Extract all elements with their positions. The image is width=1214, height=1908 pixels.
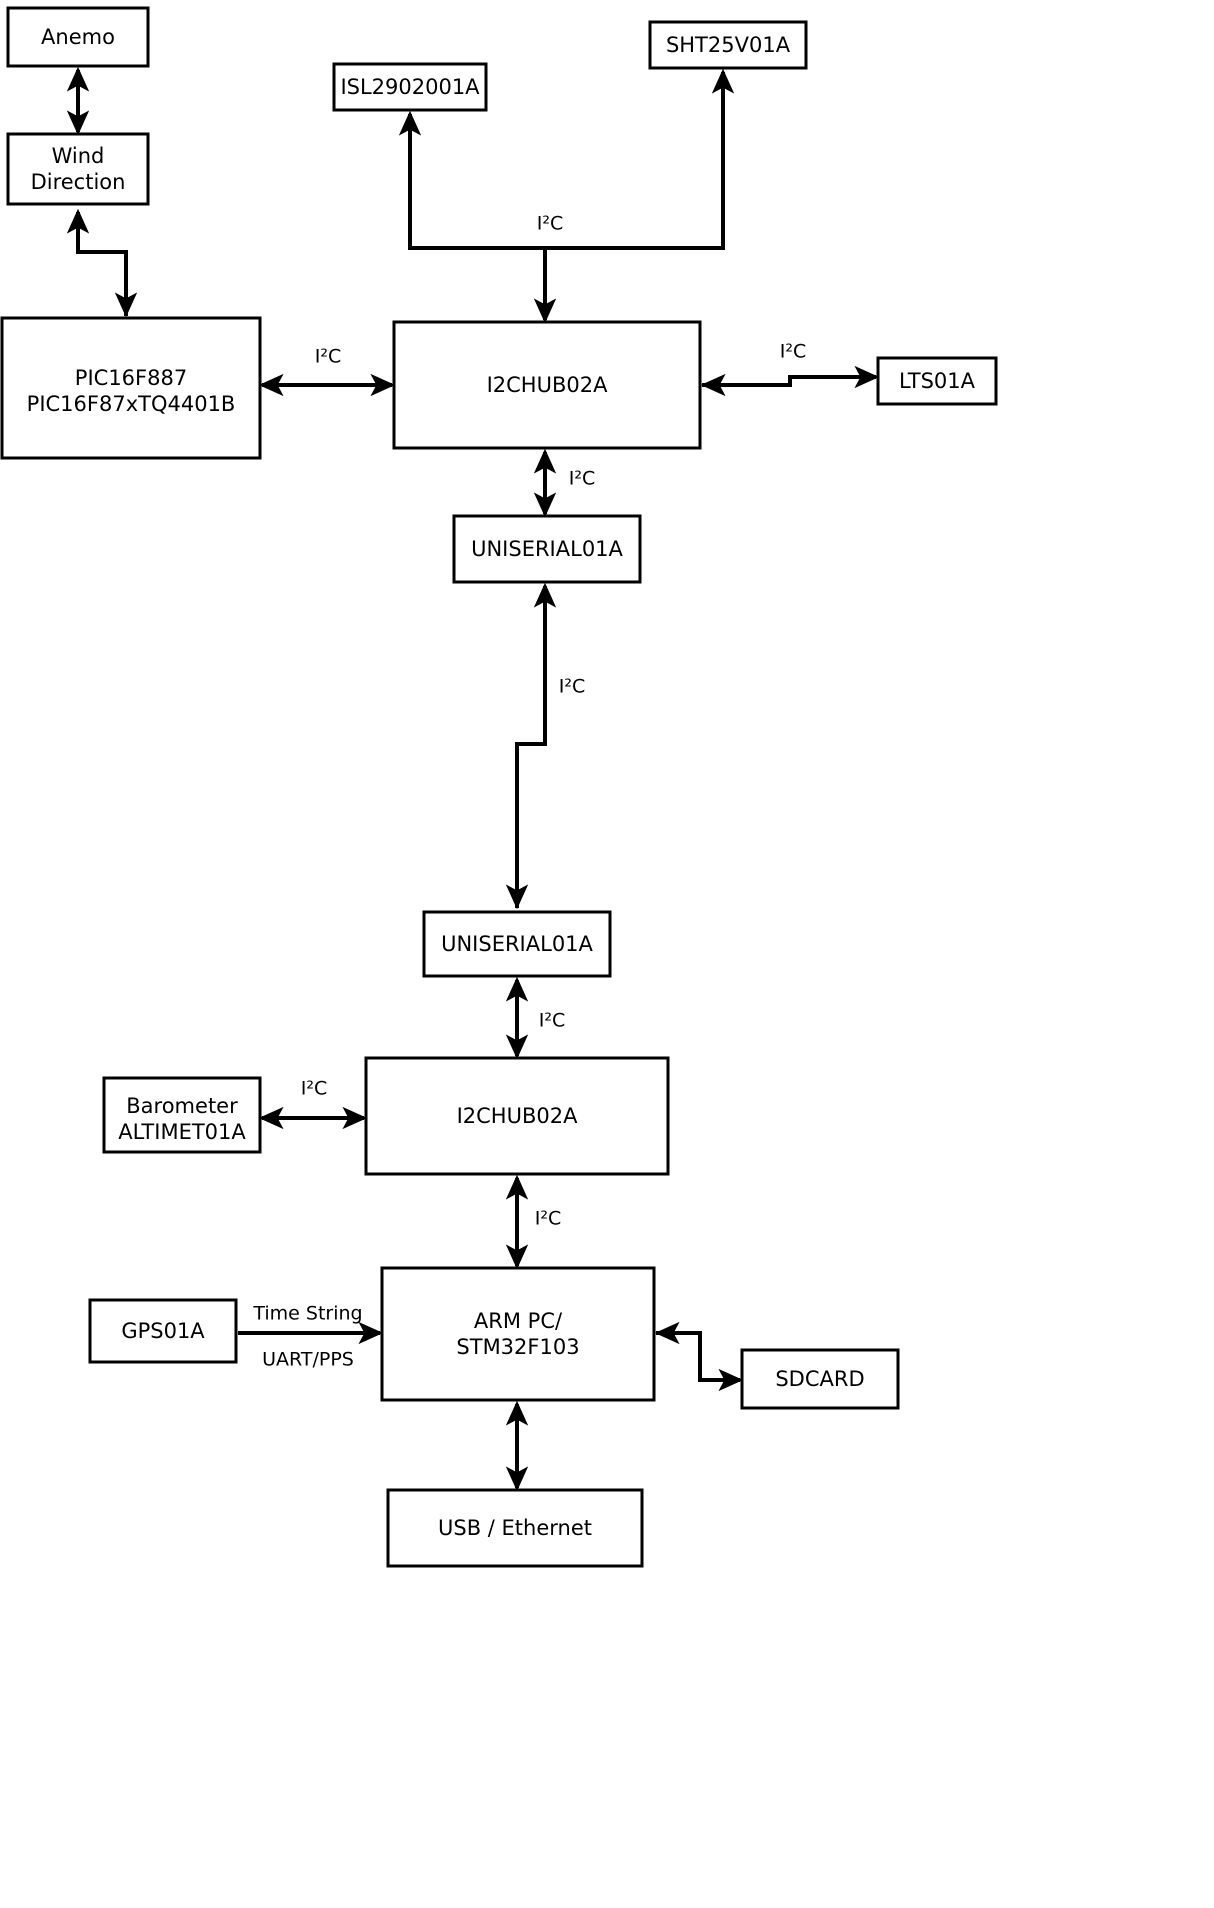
arrow-left-hub: [700, 373, 874, 397]
node-i2chub02a-top-rect[interactable]: [392, 320, 702, 450]
label-i2c-pic-hub: I²C: [315, 346, 342, 368]
node-barometer-altimet01a-rect[interactable]: [102, 1076, 262, 1154]
label-uart-pps: UART/PPS: [262, 1349, 354, 1371]
label-i2c-uniserial-uniserial: I²C: [559, 676, 586, 698]
edge-i2chub-to-lts01a: [700, 365, 880, 397]
node-usb-ethernet[interactable]: USB / Ethernet: [386, 1488, 644, 1568]
edge-pic-to-wind-direction: [66, 208, 138, 318]
node-sht25v01a-label: SHT25V01A: [666, 33, 791, 57]
label-time-string: Time String: [252, 1303, 362, 1325]
node-usb-ethernet-rect[interactable]: [386, 1488, 644, 1568]
node-lts01a[interactable]: LTS01A: [876, 356, 998, 406]
node-wind-direction-label-1: Wind: [52, 144, 105, 168]
node-barometer-label-2: ALTIMET01A: [118, 1120, 246, 1144]
node-anemo-label: Anemo: [41, 25, 115, 49]
label-i2c-hub-lts: I²C: [780, 341, 807, 363]
label-i2c-bus-top: I²C: [537, 213, 564, 235]
node-barometer-label-1: Barometer: [126, 1094, 238, 1118]
node-sdcard-rect[interactable]: [740, 1348, 900, 1410]
node-sdcard[interactable]: SDCARD: [740, 1348, 900, 1410]
node-uniserial01a-lower-rect[interactable]: [422, 910, 612, 978]
node-wind-direction[interactable]: Wind Direction: [6, 132, 150, 206]
node-isl2902001a-rect[interactable]: [332, 62, 488, 112]
node-arm-pc-label-2: STM32F103: [456, 1335, 579, 1359]
node-i2chub02a-bottom-rect[interactable]: [364, 1056, 670, 1176]
edge-arm-pc-to-sdcard: [654, 1321, 744, 1392]
node-lts01a-rect[interactable]: [876, 356, 998, 406]
node-wind-direction-label-2: Direction: [31, 170, 126, 194]
node-usb-ethernet-label: USB / Ethernet: [438, 1516, 592, 1540]
node-uniserial01a-lower-label: UNISERIAL01A: [441, 932, 593, 956]
label-i2c-uniserial-hub-bottom: I²C: [539, 1010, 566, 1032]
node-uniserial01a-upper-rect[interactable]: [452, 514, 642, 584]
arrow-wind-to-pic: [76, 215, 138, 318]
node-sht25v01a-rect[interactable]: [648, 20, 808, 70]
node-gps01a[interactable]: GPS01A: [88, 1298, 238, 1364]
node-sdcard-label: SDCARD: [775, 1367, 864, 1391]
label-i2c-barometer-hub: I²C: [301, 1078, 328, 1100]
node-barometer-altimet01a[interactable]: Barometer ALTIMET01A: [102, 1076, 262, 1154]
node-pic16f887-rect[interactable]: [0, 316, 262, 460]
node-lts01a-label: LTS01A: [899, 369, 976, 393]
node-i2chub02a-bottom[interactable]: I2CHUB02A: [364, 1056, 670, 1176]
node-arm-pc-rect[interactable]: [380, 1266, 656, 1402]
label-i2c-hub-uniserial: I²C: [569, 468, 596, 490]
node-i2chub02a-top-label: I2CHUB02A: [487, 373, 609, 397]
node-gps01a-rect[interactable]: [88, 1298, 238, 1364]
node-pic16f887-label-1: PIC16F887: [75, 366, 187, 390]
arrow-left-arm-pc: [654, 1321, 738, 1382]
node-uniserial01a-lower[interactable]: UNISERIAL01A: [422, 910, 612, 978]
node-anemo-rect[interactable]: [6, 6, 150, 68]
label-i2c-hub-arm-pc: I²C: [535, 1208, 562, 1230]
node-isl2902001a-label: ISL2902001A: [340, 75, 480, 99]
node-i2chub02a-top[interactable]: I2CHUB02A: [392, 320, 702, 450]
node-gps01a-label: GPS01A: [121, 1319, 205, 1343]
arrow-pic-to-wind: [66, 208, 128, 316]
node-pic16f887[interactable]: PIC16F887 PIC16F87xTQ4401B: [0, 316, 262, 460]
node-arm-pc-label-1: ARM PC/: [474, 1309, 563, 1333]
edge-uniserial-1-to-uniserial-2: [505, 582, 557, 910]
edge-i2c-bus-top: [398, 68, 735, 324]
node-uniserial01a-upper-label: UNISERIAL01A: [471, 537, 623, 561]
arrow-down-uniserial-2: [505, 590, 547, 910]
node-uniserial01a-upper[interactable]: UNISERIAL01A: [452, 514, 642, 584]
node-wind-direction-rect[interactable]: [6, 132, 150, 206]
node-anemo[interactable]: Anemo: [6, 6, 150, 68]
node-i2chub02a-bottom-label: I2CHUB02A: [457, 1104, 579, 1128]
node-pic16f887-label-2: PIC16F87xTQ4401B: [27, 392, 236, 416]
arrow-up-uniserial-1: [515, 582, 557, 908]
node-isl2902001a[interactable]: ISL2902001A: [332, 62, 488, 112]
node-sht25v01a[interactable]: SHT25V01A: [648, 20, 808, 70]
node-arm-pc-stm32f103[interactable]: ARM PC/ STM32F103: [380, 1266, 656, 1402]
